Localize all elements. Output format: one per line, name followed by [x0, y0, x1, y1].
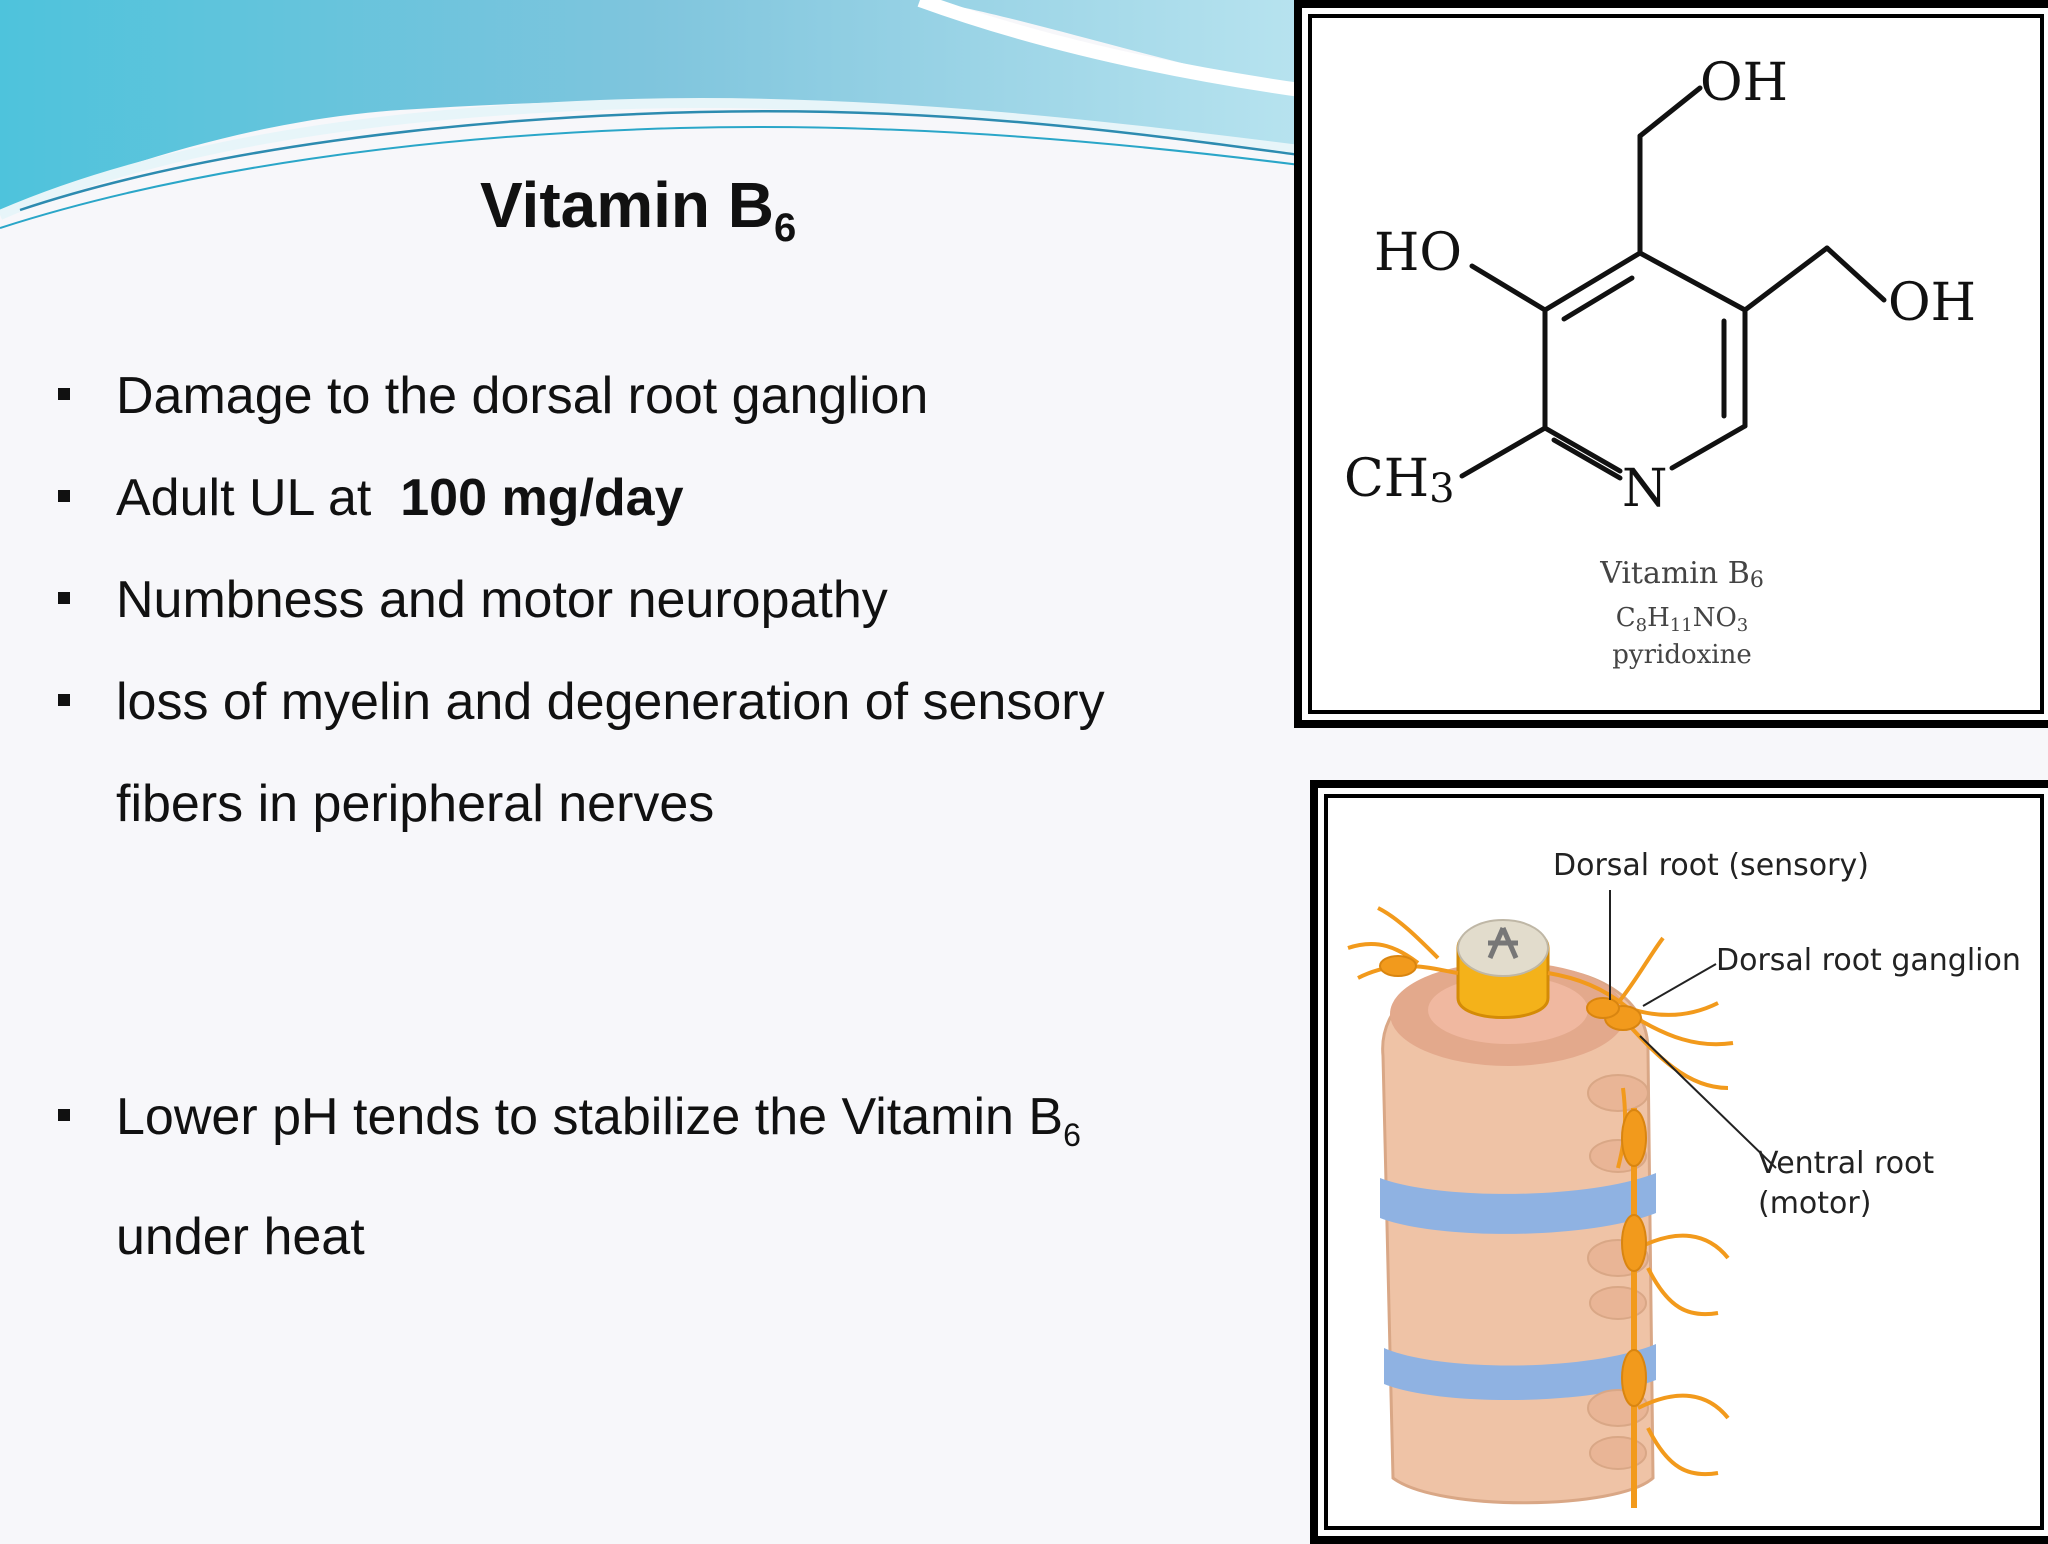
label-ventral-root: Ventral root [1758, 1146, 1934, 1181]
ganglia [1379, 955, 1647, 1407]
pyridoxine-structure: OH HO OH CH3 N Vitamin B6 C8H11NO3 pyrid… [1344, 53, 1976, 670]
spinal-cord [1456, 919, 1550, 1019]
bullet-marker [58, 694, 70, 706]
vertebral-column [1380, 962, 1656, 1505]
molecule-figure: OH HO OH CH3 N Vitamin B6 C8H11NO3 pyrid… [1294, 0, 2048, 728]
atom-oh-right: OH [1888, 273, 1976, 333]
atom-n: N [1622, 459, 1668, 519]
caption-common-name: pyridoxine [1612, 640, 1751, 670]
bullet-marker [58, 592, 70, 604]
spine-figure: Dorsal root (sensory) Dorsal root gangli… [1310, 780, 2048, 1544]
label-dorsal-root-ganglion: Dorsal root ganglion [1716, 943, 2021, 978]
caption-name: Vitamin B6 [1599, 556, 1764, 593]
header-wave [0, 0, 1300, 229]
caption-formula: C8H11NO3 [1616, 603, 1748, 636]
atom-ch3: CH3 [1344, 449, 1455, 512]
label-dorsal-root: Dorsal root (sensory) [1553, 848, 1869, 883]
bullet-marker [58, 1109, 70, 1121]
bullet-marker [58, 388, 70, 400]
atom-ho-left: HO [1374, 223, 1462, 283]
slide-title: Vitamin B6 [480, 169, 797, 250]
spinal-cord-diagram: Dorsal root (sensory) Dorsal root gangli… [1347, 848, 2021, 1508]
label-ventral-root-motor: (motor) [1758, 1186, 1871, 1221]
bullet-marker [58, 490, 70, 502]
atom-oh-top: OH [1700, 53, 1788, 113]
